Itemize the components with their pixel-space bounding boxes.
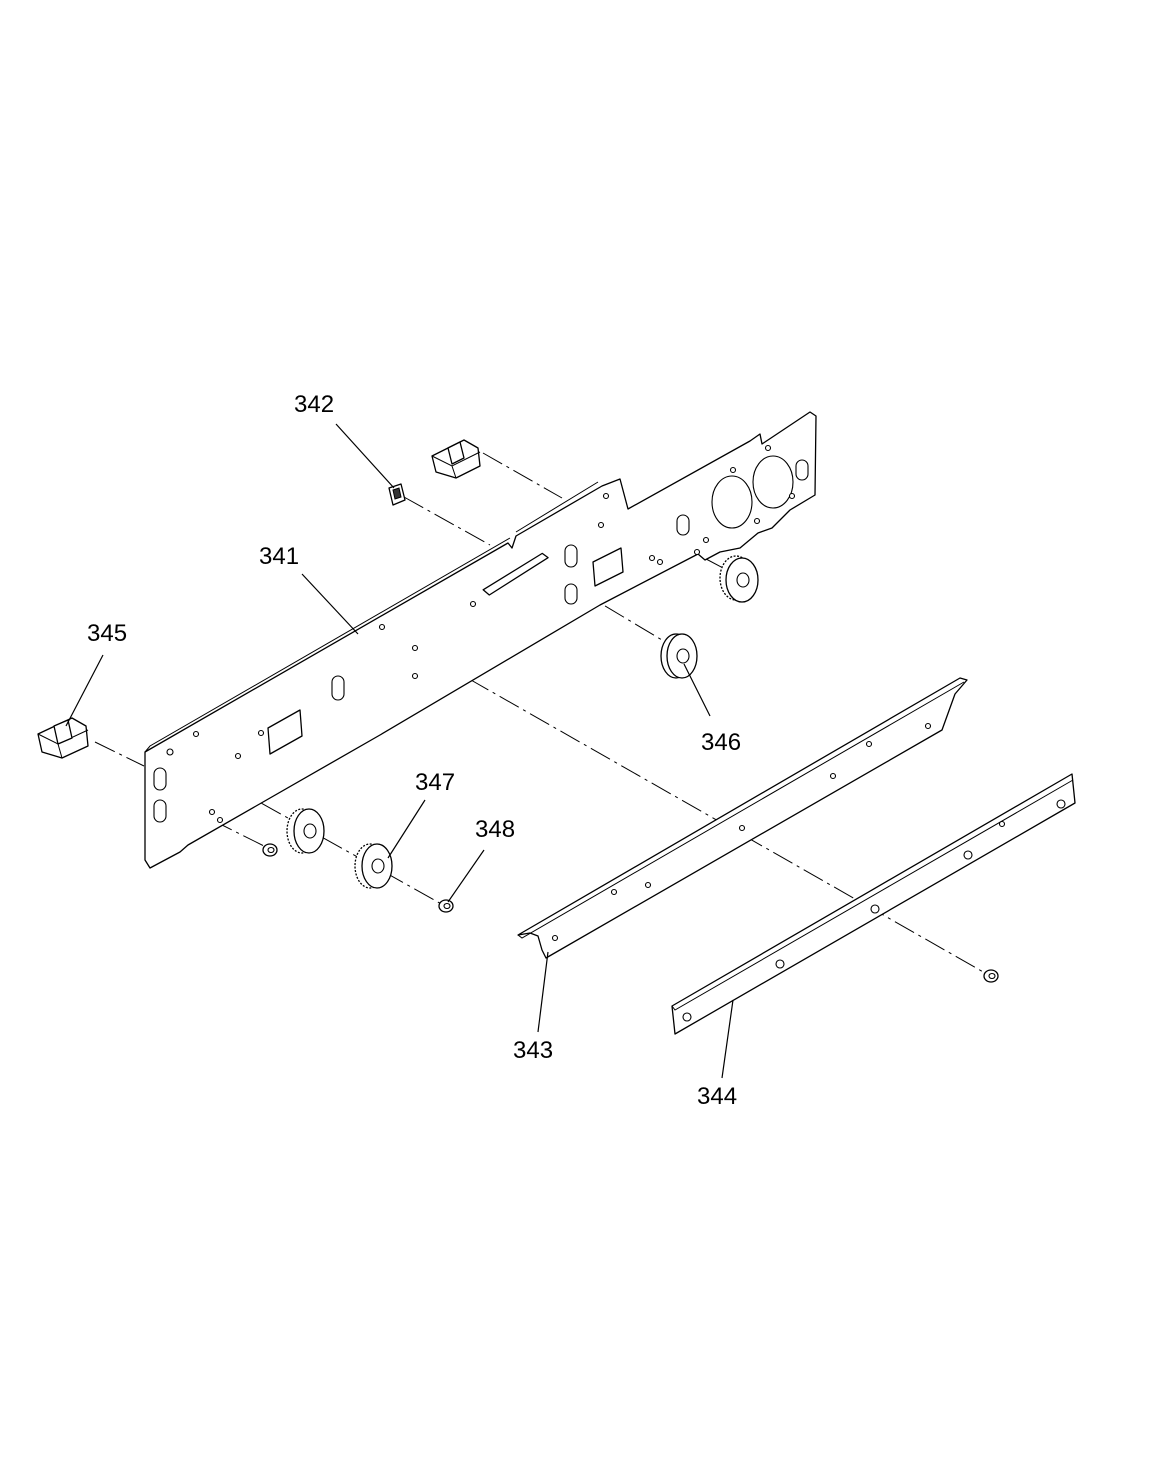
upper-gear [719, 555, 759, 603]
callout-342: 342 [294, 391, 334, 418]
callout-344: 344 [697, 1083, 737, 1110]
part-348-screw [438, 899, 454, 913]
screw-front [262, 843, 278, 857]
upper-mounting-bracket [431, 439, 481, 479]
part-342-clip [388, 483, 406, 506]
callout-347: 347 [415, 769, 455, 796]
part-343-angle-rail [517, 677, 968, 959]
leader-lines [65, 423, 734, 1079]
callout-346: 346 [701, 729, 741, 756]
part-341-side-frame [144, 411, 817, 869]
screw-rear [983, 969, 999, 983]
callout-343: 343 [513, 1037, 553, 1064]
part-345-mounting-bracket [37, 717, 89, 759]
callout-341: 341 [259, 543, 299, 570]
part-344-flat-bar [671, 773, 1076, 1035]
front-gear [286, 808, 325, 854]
callout-345: 345 [87, 620, 127, 647]
part-346-roller [660, 633, 698, 679]
callout-labels: 342 341 345 346 347 348 343 344 [87, 391, 741, 1110]
callout-348: 348 [475, 816, 515, 843]
part-347-gear [354, 843, 393, 889]
